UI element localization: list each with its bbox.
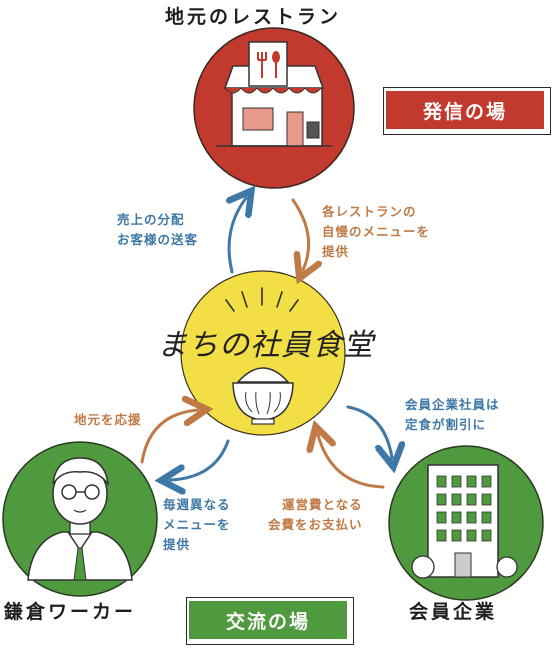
restaurant-title: 地元のレストラン xyxy=(165,6,342,28)
rice-bowl-icon xyxy=(232,367,294,425)
center-node xyxy=(180,270,346,436)
arrow-from-company xyxy=(318,435,385,489)
note-from-restaurant: 各レストランの 自慢のメニューを 提供 xyxy=(322,202,430,262)
note-line: お客様の送客 xyxy=(117,232,199,247)
note-to-restaurant: 売上の分配 お客様の送客 xyxy=(117,210,198,250)
arrow-from-restaurant xyxy=(291,198,309,270)
note-line: 提供 xyxy=(163,537,191,552)
note-line: 売上の分配 xyxy=(117,212,185,227)
note-line: メニューを xyxy=(163,517,231,532)
worker-node xyxy=(2,441,158,597)
worker-person-icon xyxy=(27,457,133,581)
exchange-badge: 交流の場 xyxy=(189,601,347,639)
company-title: 会員企業 xyxy=(409,601,498,623)
office-building-icon xyxy=(411,464,518,579)
restaurant-node xyxy=(193,27,355,189)
exchange-badge-frame: 交流の場 xyxy=(186,597,354,645)
note-line: 毎週異なる xyxy=(163,497,231,512)
arrow-to-restaurant xyxy=(229,198,246,274)
note-line: 会費をお支払い xyxy=(268,517,363,532)
worker-title: 鎌倉ワーカー xyxy=(4,601,137,623)
arrow-to-worker xyxy=(170,439,230,480)
note-line: 運営費となる xyxy=(282,497,363,512)
company-node xyxy=(388,445,544,601)
restaurant-building-icon xyxy=(216,41,332,147)
note-line: 各レストランの xyxy=(322,204,417,219)
center-logo: まちの社員食堂 xyxy=(157,328,374,363)
note-line: 会員企業社員は xyxy=(405,397,500,412)
note-to-worker: 毎週異なる メニューを 提供 xyxy=(163,495,231,555)
note-line: 定食が割引に xyxy=(405,417,487,432)
arrow-to-company xyxy=(346,405,392,458)
note-to-company: 会員企業社員は 定食が割引に xyxy=(405,395,500,435)
note-from-company: 運営費となる 会費をお支払い xyxy=(268,495,363,535)
broadcast-badge: 発信の場 xyxy=(386,91,544,129)
note-from-worker: 地元を応援 xyxy=(74,410,142,430)
note-line: 地元を応援 xyxy=(74,412,142,427)
arrow-from-worker xyxy=(140,410,198,464)
note-line: 提供 xyxy=(322,244,350,259)
note-line: 自慢のメニューを xyxy=(322,224,431,239)
broadcast-badge-frame: 発信の場 xyxy=(383,87,551,135)
